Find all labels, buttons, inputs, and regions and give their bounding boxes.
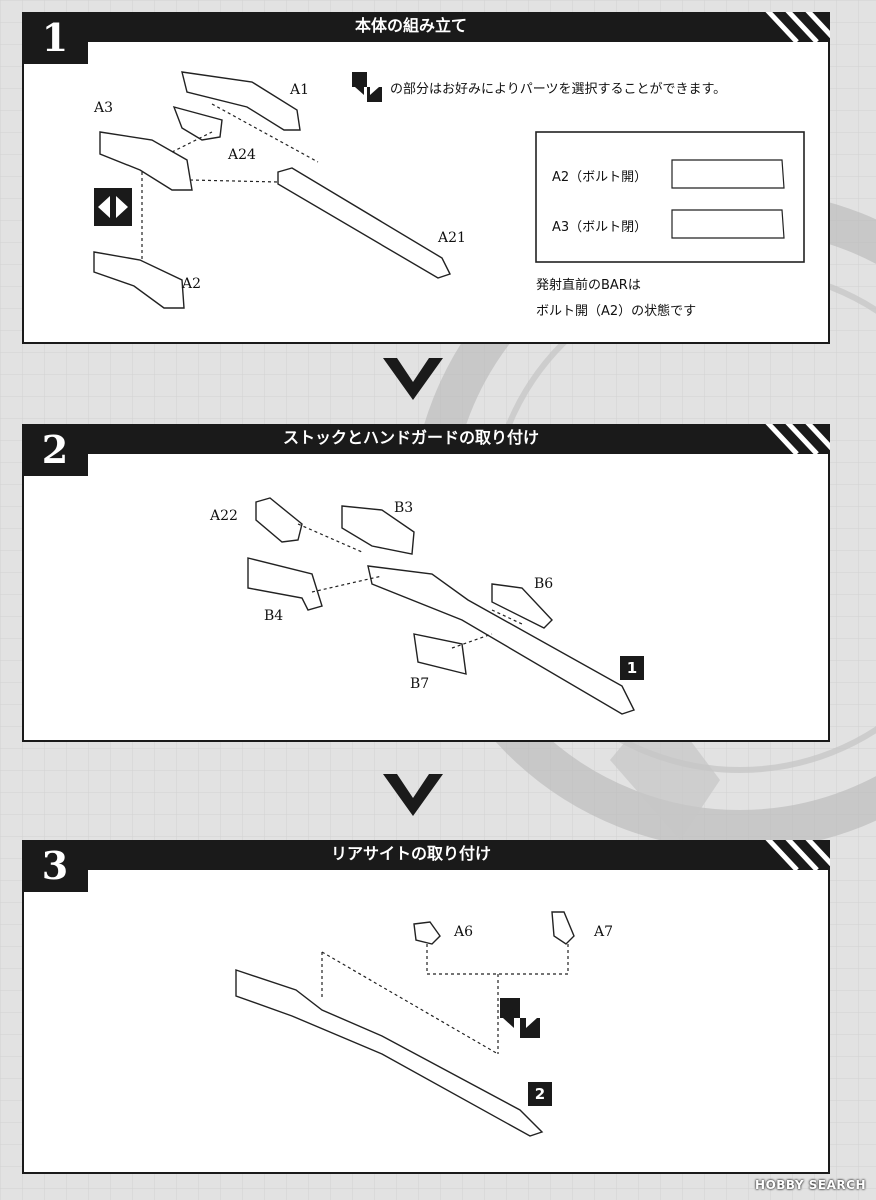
step-3: 3 リアサイトの取り付け 2 A6 A7	[22, 840, 830, 1174]
step-number: 1	[41, 15, 69, 60]
ref-step-1-badge: 1	[620, 656, 644, 680]
part-a7-drawing	[551, 911, 575, 945]
watermark-logo: HOBBY SEARCH	[755, 1178, 866, 1192]
label-b3: B3	[394, 500, 414, 516]
step-2-assembly-diagram	[247, 497, 635, 715]
next-step-arrow	[383, 358, 443, 400]
option-box	[535, 131, 805, 263]
step-1-assembly-diagram	[93, 71, 805, 309]
step-2-header-band	[22, 424, 830, 476]
label-b7: B7	[410, 676, 430, 692]
part-a6-drawing	[413, 921, 441, 945]
step-1-header-band	[22, 12, 830, 64]
part-a21-drawing	[277, 167, 451, 279]
next-step-arrow	[383, 774, 443, 816]
remark-line-2: ボルト開（A2）の状態です	[536, 304, 697, 319]
choice-note: の部分はお好みによりパーツを選択することができます。	[390, 82, 727, 97]
ref-step-2-badge: 2	[528, 1082, 552, 1106]
label-b4: B4	[264, 608, 284, 624]
part-a3-drawing	[99, 131, 193, 191]
step-title: 本体の組み立て	[354, 16, 467, 35]
part-b4-drawing	[247, 557, 323, 611]
part-b7-drawing	[413, 633, 467, 675]
step-number: 3	[41, 843, 69, 888]
step-2: 2 ストックとハンドガードの取り付け 1 A22 B3 B6 B4 B7	[22, 424, 830, 742]
step-title: ストックとハンドガードの取り付け	[282, 428, 539, 447]
part-b6-drawing	[491, 583, 553, 629]
step-3-panel	[22, 868, 830, 1174]
step-number: 2	[41, 427, 69, 472]
label-a24: A24	[228, 147, 256, 163]
label-a22: A22	[210, 508, 238, 524]
part-a22-drawing	[255, 497, 303, 543]
part-a24-drawing	[172, 105, 223, 141]
step-title: リアサイトの取り付け	[330, 844, 491, 863]
label-a6: A6	[454, 924, 474, 940]
part-a2-drawing	[93, 251, 185, 309]
part-a1-drawing	[181, 71, 301, 131]
step-3-assembly-diagram	[235, 911, 575, 1137]
label-a21: A21	[438, 230, 466, 246]
option-a3-label: A3（ボルト閉）	[552, 220, 648, 235]
step-1: 1 本体の組み立て A1 A3 A24 A21 A2 の部分はお好みによりパーツ…	[22, 12, 830, 344]
option-a2-label: A2（ボルト開）	[552, 170, 648, 185]
part-b3-drawing	[341, 505, 415, 555]
label-a3: A3	[94, 100, 114, 116]
label-a2: A2	[182, 276, 202, 292]
label-b6: B6	[534, 576, 554, 592]
rifle-assembled-drawing	[235, 969, 544, 1137]
label-a1: A1	[290, 82, 310, 98]
label-a7: A7	[594, 924, 614, 940]
step-3-header-band	[22, 840, 830, 892]
rifle-body-drawing	[367, 565, 635, 715]
remark-line-1: 発射直前のBARは	[536, 278, 641, 293]
